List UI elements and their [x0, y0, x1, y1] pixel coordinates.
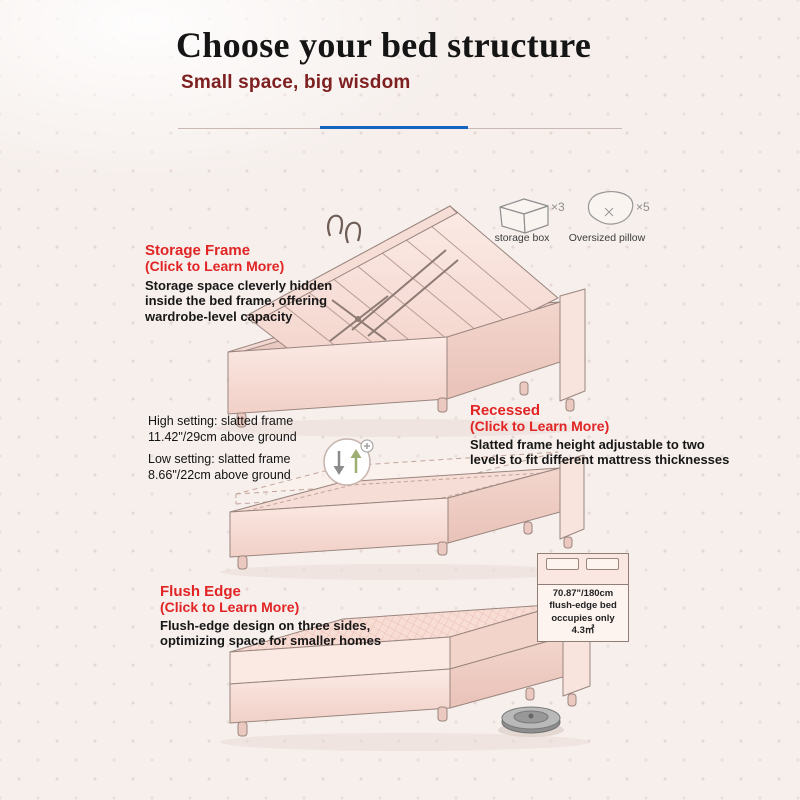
divider-accent — [320, 126, 468, 129]
page-subtitle: Small space, big wisdom — [181, 72, 411, 93]
floorplan-pillow-icon — [586, 558, 619, 570]
floorplan-pillow-icon — [546, 558, 579, 570]
storage-frame-description: Storage space cleverly hidden inside the… — [145, 278, 333, 324]
storage-bed-illustration — [215, 205, 586, 437]
flush-edge-heading[interactable]: Flush Edge — [160, 583, 241, 600]
storage-box-icon — [499, 198, 549, 234]
floorplan-line-3: occupies only — [551, 612, 615, 624]
robot-vacuum-icon — [498, 706, 564, 737]
pillow-icon — [587, 191, 634, 225]
floorplan-line-1: 70.87"/180cm — [552, 588, 614, 599]
floorplan-line-2: flush-edge bed — [549, 600, 617, 612]
divider-line — [178, 126, 622, 129]
recessed-learn-more-link[interactable]: (Click to Learn More) — [470, 418, 610, 434]
floorplan-bed-topview — [538, 554, 628, 585]
storage-frame-learn-more-link[interactable]: (Click to Learn More) — [145, 258, 285, 274]
height-toggle-icon — [323, 438, 374, 486]
storage-frame-heading[interactable]: Storage Frame — [145, 242, 251, 259]
recessed-bed-illustration — [220, 451, 585, 580]
pillow-label: Oversized pillow — [568, 232, 646, 244]
floorplan-diagram: 70.87"/180cm flush-edge bed occupies onl… — [537, 553, 629, 643]
floorplan-caption: 70.87"/180cm flush-edge bed occupies onl… — [538, 585, 628, 641]
pillow-count: ×5 — [636, 200, 650, 214]
floorplan-line-4: 4.3㎡ — [571, 625, 595, 637]
flush-edge-learn-more-link[interactable]: (Click to Learn More) — [160, 599, 300, 615]
high-setting-note: High setting: slatted frame 11.42"/29cm … — [148, 414, 297, 444]
storage-box-count: ×3 — [551, 200, 565, 214]
page-title: Choose your bed structure — [176, 25, 592, 65]
storage-box-label: storage box — [494, 232, 550, 244]
recessed-description: Slatted frame height adjustable to two l… — [470, 437, 730, 468]
low-setting-note: Low setting: slatted frame 8.66"/22cm ab… — [148, 452, 291, 482]
flush-edge-description: Flush-edge design on three sides, optimi… — [160, 618, 382, 649]
recessed-heading[interactable]: Recessed — [470, 402, 541, 419]
